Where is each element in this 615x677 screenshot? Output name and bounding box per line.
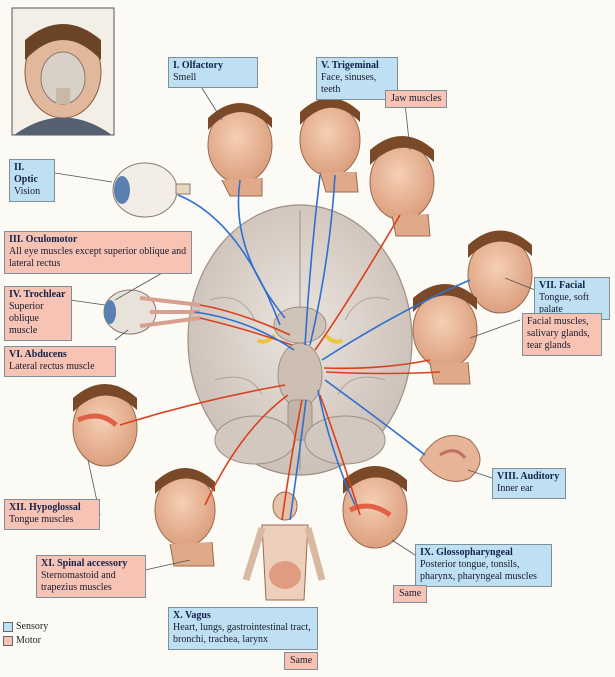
- trigeminal-title: V. Trigeminal: [321, 60, 379, 71]
- glosso-motor-label: Same: [393, 585, 428, 603]
- hypoglossal-desc: Tongue muscles: [9, 514, 74, 525]
- hypoglossal-title: XII. Hypoglossal: [9, 502, 81, 513]
- vagus-desc: Heart, lungs, gastrointestinal tract, br…: [173, 622, 311, 645]
- olfactory-head: [207, 103, 273, 197]
- auditory-desc: Inner ear: [497, 483, 533, 494]
- abducens-title: VI. Abducens: [9, 349, 67, 360]
- oculomotor-title: III. Oculomotor: [9, 234, 78, 245]
- spinal-head: [154, 468, 216, 567]
- glosso-desc: Posterior tongue, tonsils, pharynx, phar…: [420, 559, 537, 582]
- trigeminal-head: [299, 98, 361, 193]
- oculomotor-desc: All eye muscles except superior oblique …: [9, 246, 187, 269]
- trochlear-label: IV. Trochlear Superior oblique muscle: [4, 286, 72, 341]
- spinal-label: XI. Spinal accessory Sternomastoid and t…: [36, 555, 146, 598]
- optic-label: II. Optic Vision: [9, 159, 55, 202]
- facial-label: VII. Facial Tongue, soft palate: [534, 277, 610, 320]
- optic-title: II. Optic: [14, 162, 38, 185]
- trochlear-desc: Superior oblique muscle: [9, 301, 44, 336]
- trigeminal-desc: Face, sinuses, teeth: [321, 72, 377, 95]
- brain-underside: [187, 204, 413, 476]
- vagus-torso: [242, 491, 326, 601]
- hypoglossal-head: [72, 384, 138, 467]
- spinal-title: XI. Spinal accessory: [41, 558, 128, 569]
- facial-head: [467, 230, 533, 314]
- legend-motor-label: Motor: [16, 635, 41, 646]
- facial-motor-head: [412, 284, 478, 385]
- oculomotor-label: III. Oculomotor All eye muscles except s…: [4, 231, 192, 274]
- olfactory-desc: Smell: [173, 72, 197, 83]
- trigeminal-motor-label: Jaw muscles: [385, 90, 448, 108]
- nerve-pathways: [119, 174, 471, 521]
- glosso-label: IX. Glossopharyngeal Posterior tongue, t…: [415, 544, 552, 587]
- olfactory-label: I. Olfactory Smell: [168, 57, 258, 88]
- inset-head-underside: [11, 7, 115, 136]
- facial-motor-label: Facial muscles, salivary glands, tear gl…: [522, 313, 602, 356]
- legend: Sensory Motor: [3, 620, 48, 648]
- legend-sensory-swatch: [3, 622, 13, 632]
- abducens-desc: Lateral rectus muscle: [9, 361, 95, 372]
- vagus-motor: Same: [290, 655, 313, 666]
- eye-muscles: [103, 289, 201, 335]
- abducens-label: VI. Abducens Lateral rectus muscle: [4, 346, 116, 377]
- vagus-title: X. Vagus: [173, 610, 211, 621]
- glosso-title: IX. Glossopharyngeal: [420, 547, 513, 558]
- optic-desc: Vision: [14, 186, 41, 197]
- facial-motor: Facial muscles, salivary glands, tear gl…: [527, 316, 590, 351]
- olfactory-title: I. Olfactory: [173, 60, 223, 71]
- vagus-motor-label: Same: [284, 652, 319, 670]
- legend-motor: Motor: [3, 634, 48, 648]
- vagus-label: X. Vagus Heart, lungs, gastrointestinal …: [168, 607, 318, 650]
- legend-motor-swatch: [3, 636, 13, 646]
- legend-sensory-label: Sensory: [16, 621, 49, 632]
- hypoglossal-label: XII. Hypoglossal Tongue muscles: [4, 499, 100, 530]
- jaw-head: [369, 136, 435, 237]
- eye-optic: [112, 162, 191, 218]
- trochlear-title: IV. Trochlear: [9, 289, 66, 300]
- trigeminal-label: V. Trigeminal Face, sinuses, teeth: [316, 57, 398, 100]
- auditory-label: VIII. Auditory Inner ear: [492, 468, 566, 499]
- facial-title: VII. Facial: [539, 280, 586, 291]
- auditory-title: VIII. Auditory: [497, 471, 560, 482]
- spinal-desc: Sternomastoid and trapezius muscles: [41, 570, 116, 593]
- glosso-head: [342, 466, 408, 549]
- facial-desc: Tongue, soft palate: [539, 292, 589, 315]
- trigeminal-motor: Jaw muscles: [391, 93, 442, 104]
- glosso-motor: Same: [399, 588, 422, 599]
- ear-auditory: [419, 435, 481, 482]
- legend-sensory: Sensory: [3, 620, 48, 634]
